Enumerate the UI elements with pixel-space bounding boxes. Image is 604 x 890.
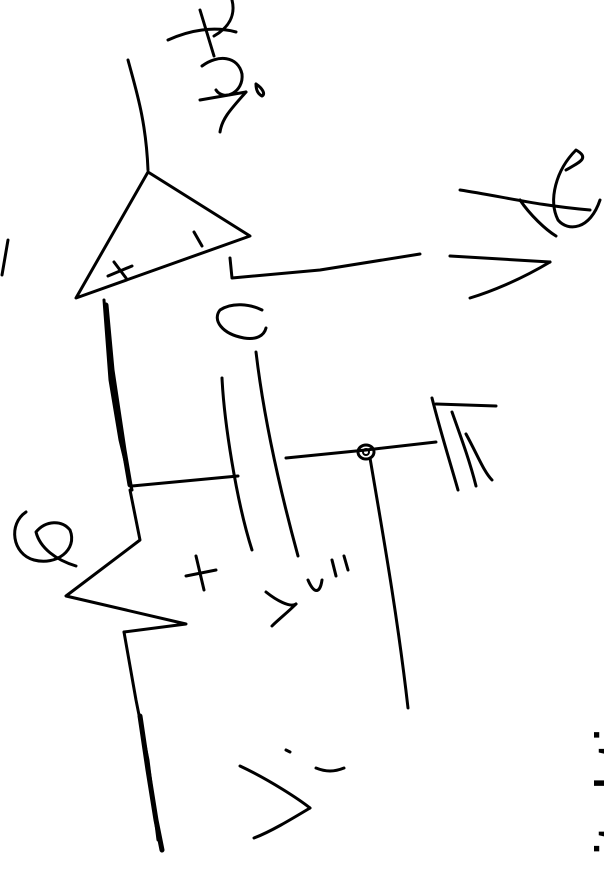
op-amp-triangle [74,170,252,300]
capacitor-plate-left [220,376,254,552]
output-wire [126,58,150,172]
op-amp-minus-sign [192,230,204,248]
v0-label [166,0,266,134]
caption-text: gital timer [584,621,604,890]
junction-dot-inner [362,448,370,456]
stray-stroke [0,238,10,277]
r-label [13,510,78,568]
op-amp-plus-sign [106,260,134,280]
non-inverting-wire-heavy [103,302,133,488]
capacitor-plate-right [254,350,300,558]
vi-label [238,748,346,840]
junction-down-wire [368,456,410,710]
node-wire [130,474,240,488]
resistor-zigzag [64,488,188,634]
c-label [215,303,268,340]
vc-label [264,554,350,628]
capacitor-plus-sign [184,554,218,592]
inverting-input-wire [228,252,422,280]
junction-dot [356,443,376,461]
vr-label [448,148,602,300]
ground-symbol [430,396,498,492]
input-wire-heavy [137,713,165,853]
